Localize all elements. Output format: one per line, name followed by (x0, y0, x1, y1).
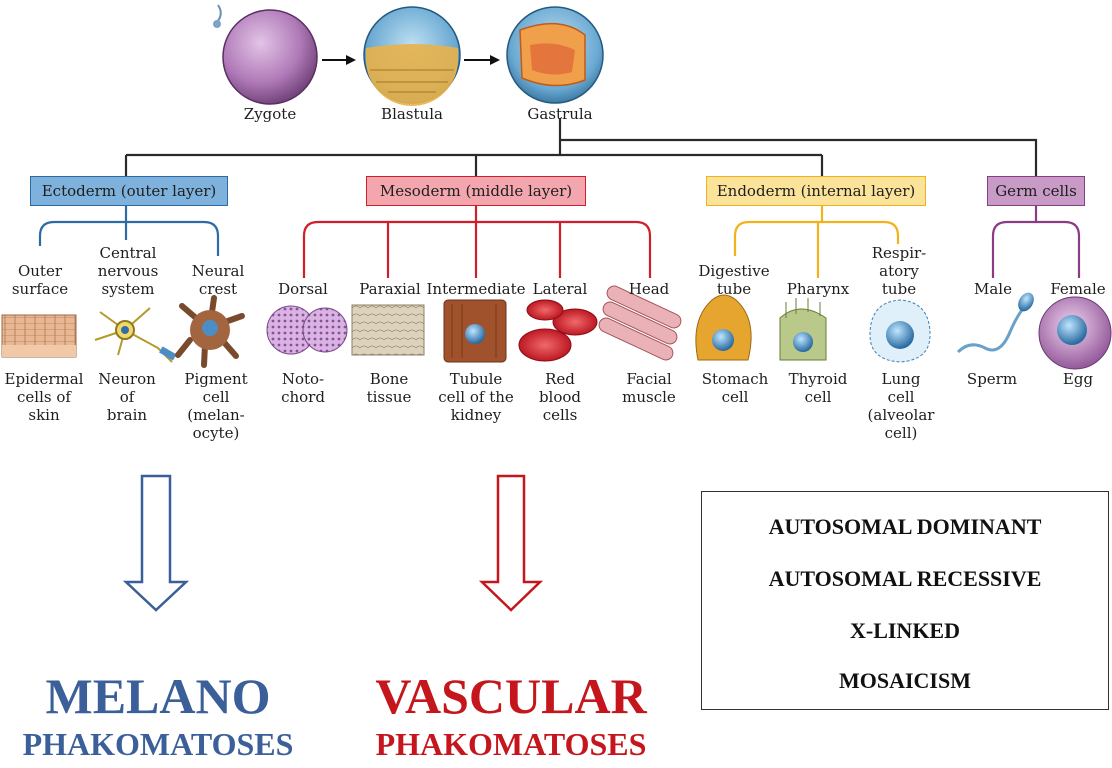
kidney-tubule-image (443, 299, 507, 363)
egg-image (1038, 296, 1112, 370)
inheritance-mosaicism: MOSAICISM (838, 668, 971, 693)
facial-muscle-image (598, 285, 682, 361)
melano-title: MELANO (45, 668, 271, 724)
cell-sperm: Sperm (966, 370, 1018, 388)
cell-pigment: Pigment cell (melan- ocyte) (184, 370, 248, 442)
cell-lung: Lung cell (alveolar cell) (867, 370, 935, 442)
bone-tissue-image (351, 304, 425, 356)
thyroid-cell-image (779, 298, 827, 361)
epidermal-cells-image (1, 314, 77, 358)
gastrula-image (506, 6, 604, 104)
branch-intermediate: Intermediate (426, 280, 526, 298)
sperm-image (956, 292, 1034, 354)
endoderm-connectors (733, 206, 900, 278)
branch-dorsal: Dorsal (278, 280, 328, 298)
stage-label-zygote: Zygote (243, 105, 297, 123)
blastula-image (363, 6, 461, 106)
arrow-zygote-blastula (322, 55, 356, 65)
red-blood-cells-image (518, 299, 598, 362)
notochord-image (266, 305, 348, 355)
cell-facial-muscle: Facial muscle (622, 370, 676, 406)
germ-cells-box: Germ cells (987, 176, 1085, 206)
tree-connectors (124, 118, 1038, 177)
branch-head: Head (628, 280, 670, 298)
branch-lateral: Lateral (532, 280, 588, 298)
melano-subtitle: PHAKOMATOSES (22, 726, 294, 762)
branch-paraxial: Paraxial (359, 280, 421, 298)
neuron-image (94, 307, 177, 363)
vascular-subtitle: PHAKOMATOSES (375, 726, 647, 762)
cell-red-blood: Red blood cells (538, 370, 582, 424)
mesoderm-box: Mesoderm (middle layer) (366, 176, 586, 206)
stomach-cell-image (695, 294, 752, 361)
stage-label-blastula: Blastula (381, 105, 443, 123)
pigment-cell-image (175, 295, 245, 368)
branch-female: Female (1050, 280, 1106, 298)
cell-egg: Egg (1062, 370, 1094, 388)
cell-notochord: Noto- chord (281, 370, 325, 406)
mesoderm-connectors (302, 206, 652, 278)
cell-bone-tissue: Bone tissue (366, 370, 412, 406)
melano-arrow (122, 474, 190, 612)
inheritance-x-linked: X-LINKED (849, 618, 960, 643)
branch-male: Male (974, 280, 1012, 298)
branch-central-nervous-system: Central nervous system (97, 244, 159, 298)
cell-kidney-tubule: Tubule cell of the kidney (438, 370, 514, 424)
arrow-blastula-gastrula (464, 55, 500, 65)
cell-stomach: Stomach cell (701, 370, 769, 406)
ectoderm-box: Ectoderm (outer layer) (30, 176, 228, 206)
branch-pharynx: Pharynx (786, 280, 850, 298)
branch-outer-surface: Outer surface (11, 262, 69, 298)
branch-neural-crest: Neural crest (191, 262, 245, 298)
endoderm-box: Endoderm (internal layer) (706, 176, 926, 206)
branch-respiratory-tube: Respir- atory tube (871, 244, 927, 298)
inheritance-box: AUTOSOMAL DOMINANT AUTOSOMAL RECESSIVE X… (701, 491, 1109, 710)
ectoderm-connectors (38, 206, 220, 256)
stage-label-gastrula: Gastrula (527, 105, 593, 123)
lung-cell-image (869, 299, 931, 363)
vascular-title: VASCULAR (375, 668, 647, 724)
germ-connectors (991, 206, 1081, 278)
branch-digestive-tube: Digestive tube (698, 262, 770, 298)
cell-epidermal: Epidermal cells of skin (4, 370, 84, 424)
zygote-image (213, 4, 318, 105)
inheritance-autosomal-recessive: AUTOSOMAL RECESSIVE (768, 566, 1042, 591)
vascular-arrow (478, 474, 544, 612)
cell-thyroid: Thyroid cell (788, 370, 848, 406)
cell-neuron: Neuron of brain (98, 370, 156, 424)
inheritance-autosomal-dominant: AUTOSOMAL DOMINANT (768, 514, 1042, 539)
